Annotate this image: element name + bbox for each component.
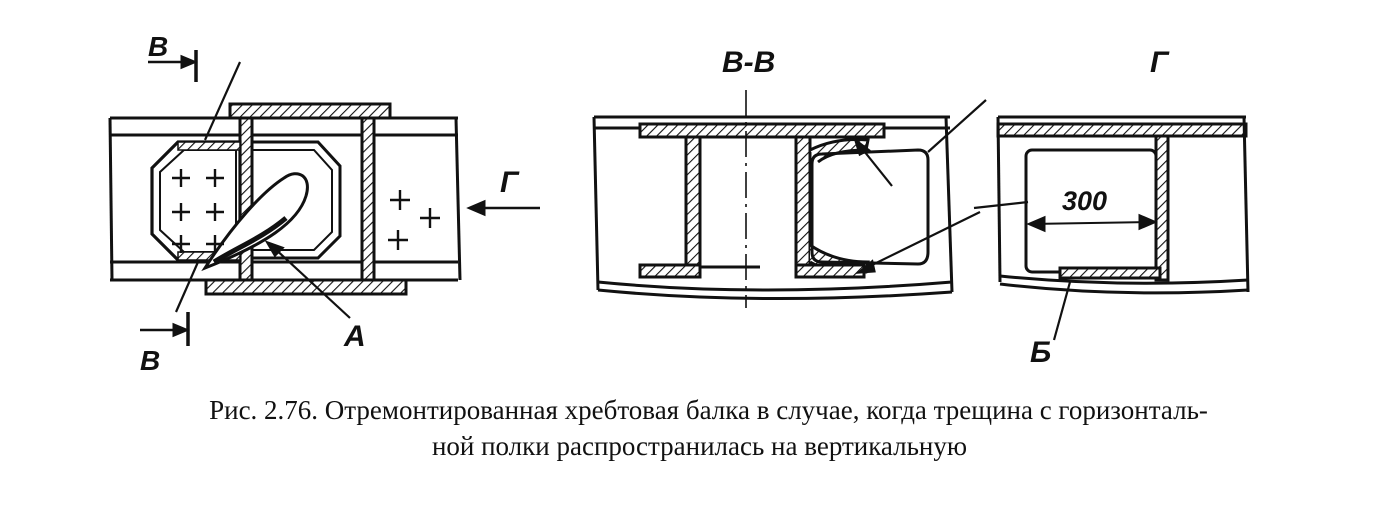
figure-caption: Рис. 2.76. Отремонтированная хребтовая б… (0, 392, 1399, 464)
detail-a-label: А (343, 320, 366, 353)
view-g (973, 115, 1250, 341)
view-arrow-label: Г (500, 166, 520, 199)
section-b-b-view (592, 90, 987, 308)
section-mark-bottom: В (140, 345, 160, 376)
detail-b-label: Б (1030, 336, 1051, 369)
dimension-300: 300 (1062, 186, 1107, 216)
left-plan-view (108, 50, 540, 346)
section-mark-top: В (148, 31, 168, 62)
repair-drawing: В В А Г В-В Г 300 Б (108, 31, 1250, 376)
caption-line-2: ной полки распространилась на вертикальн… (431, 431, 968, 461)
view-title: Г (1150, 46, 1170, 79)
section-title: В-В (722, 46, 775, 79)
caption-line-1: Рис. 2.76. Отремонтированная хребтовая б… (209, 395, 1208, 425)
